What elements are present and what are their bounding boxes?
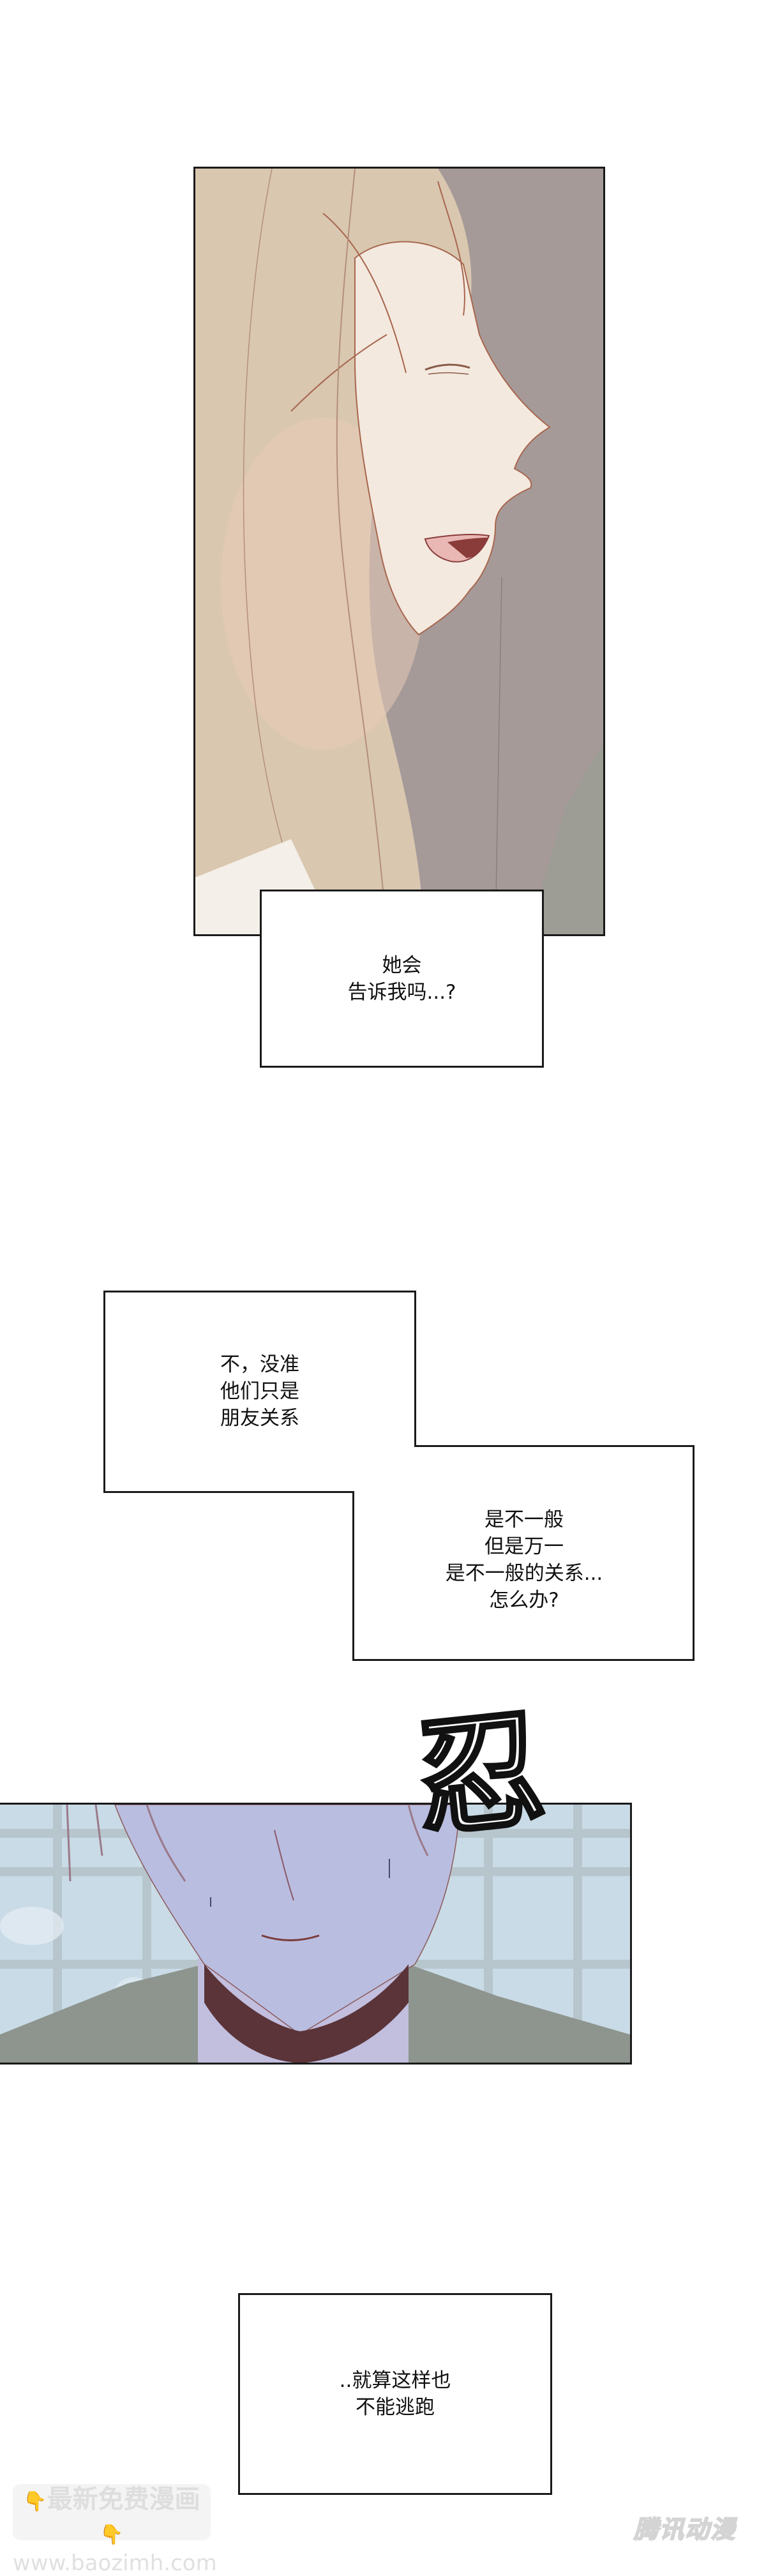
caption-text-2a: 不，没准 他们只是 朋友关系 (220, 1353, 299, 1430)
pointing-down-hand-icon: 👇 (23, 2490, 47, 2513)
caption-box-3: ..就算这样也 不能逃跑 (238, 2293, 552, 2495)
comic-panel-1 (193, 167, 605, 936)
caption-text-1: 她会 告诉我吗...? (347, 953, 456, 1004)
caption-text-3: ..就算这样也 不能逃跑 (339, 2369, 451, 2419)
woman-laughing-illustration (195, 169, 603, 934)
caption-text-2b: 是不一般 但是万一 是不一般的关系... 怎么办? (445, 1508, 603, 1612)
watermark-title: 最新免费漫画 (47, 2485, 200, 2514)
watermark-url: www.baozimh.com (13, 2550, 217, 2576)
caption-group-2-outline (103, 1291, 695, 1661)
caption-group-2: 不，没准 他们只是 朋友关系 是不一般 但是万一 是不一般的关系... 怎么办? (103, 1291, 695, 1661)
pointing-down-hand-icon: 👇 (100, 2524, 124, 2546)
comic-panel-2 (0, 1803, 632, 2065)
site-watermark: 👇最新免费漫画👇 www.baozimh.com (13, 2484, 217, 2576)
man-face-closeup-illustration (0, 1805, 630, 2063)
watermark-line-1: 👇最新免费漫画👇 (13, 2484, 211, 2550)
publisher-logo: 腾讯动漫 (633, 2515, 737, 2544)
sfx-endure: 忍 (407, 1693, 553, 1858)
caption-box-1: 她会 告诉我吗...? (260, 890, 544, 1068)
